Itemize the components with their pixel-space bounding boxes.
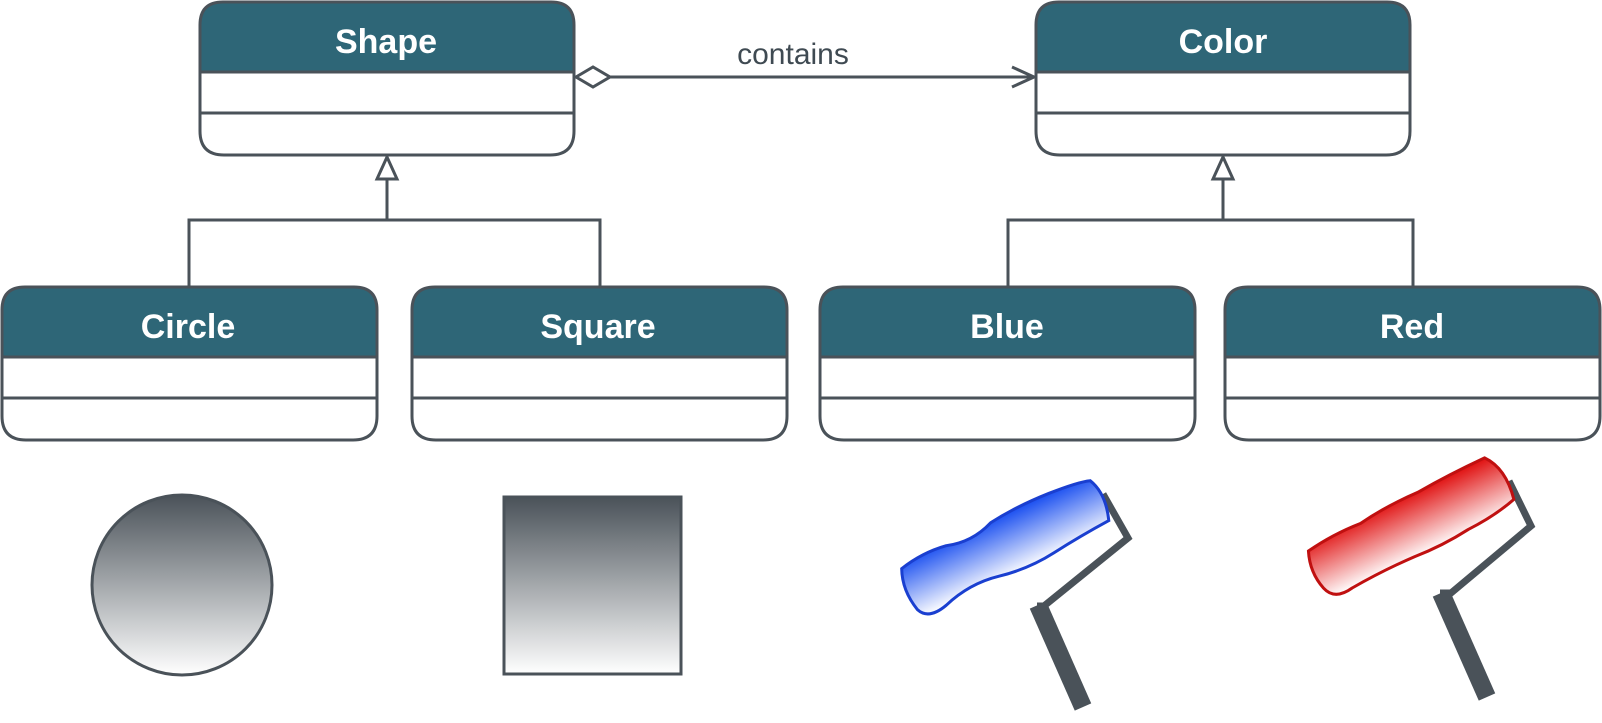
inheritance-connector-color[interactable]	[1006, 153, 1415, 286]
class-box-shape[interactable]: Shape	[198, 0, 576, 157]
aggregation-label: contains	[737, 38, 849, 71]
inheritance-triangle-icon	[374, 153, 400, 181]
arrowhead-icon	[1011, 65, 1038, 89]
class-box-red[interactable]: Red	[1223, 285, 1602, 442]
square-illustration-icon	[502, 495, 683, 676]
class-name-shape: Shape	[335, 23, 437, 61]
blue-paint-roller-icon	[900, 479, 1133, 711]
class-name-square: Square	[540, 308, 655, 346]
aggregation-diamond-icon	[573, 65, 613, 89]
class-box-color[interactable]: Color	[1034, 0, 1412, 157]
red-paint-roller-icon	[1306, 456, 1536, 701]
class-name-red: Red	[1380, 308, 1444, 346]
class-box-circle[interactable]: Circle	[0, 285, 379, 442]
class-name-blue: Blue	[970, 308, 1044, 346]
inheritance-triangle-icon	[1210, 153, 1236, 181]
class-box-blue[interactable]: Blue	[818, 285, 1197, 442]
circle-illustration-icon	[90, 493, 274, 677]
class-box-square[interactable]: Square	[410, 285, 789, 442]
aggregation-connector[interactable]: contains	[573, 38, 1038, 89]
inheritance-connector-shape[interactable]	[187, 153, 602, 286]
class-name-color: Color	[1179, 23, 1268, 61]
class-name-circle: Circle	[141, 308, 236, 346]
